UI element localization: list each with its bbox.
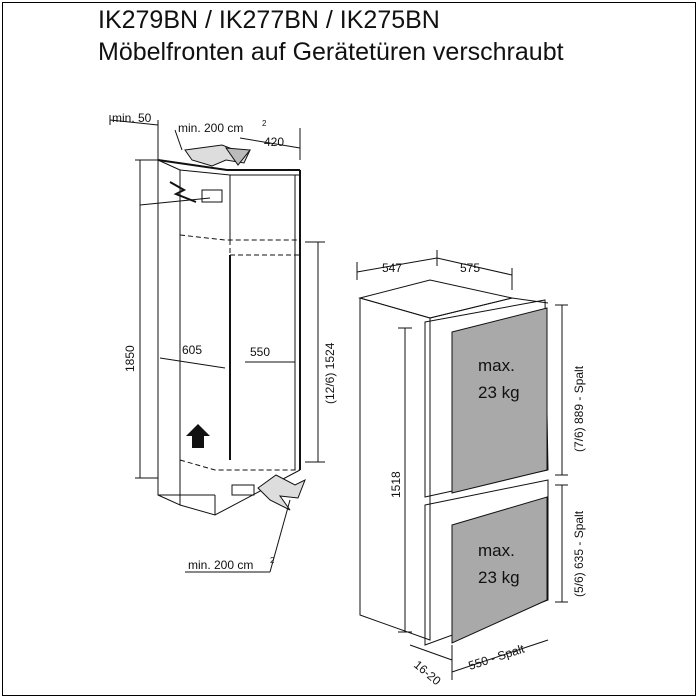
subtitle: Möbelfronten auf Gerätetüren verschraubt [98, 38, 564, 66]
label-depth-575: 575 [460, 261, 480, 275]
appliance-dimensions [356, 250, 568, 680]
niche-top-edge [157, 159, 300, 171]
label-vent-bottom-sup: 2 [270, 556, 275, 565]
upper-load-line2: 23 kg [478, 383, 520, 402]
model-numbers: IK279BN / IK277BN / IK275BN [98, 6, 440, 34]
label-min-50: min. 50 [112, 111, 152, 125]
lower-load-line1: max. [478, 541, 515, 560]
label-depth-550: 550 [250, 345, 270, 359]
label-front-width: 550 - Spalt [467, 641, 527, 672]
label-height-1518: 1518 [389, 471, 403, 498]
niche-cabinet [157, 159, 301, 516]
lower-furniture-panel [451, 496, 548, 644]
label-depth-547: 547 [382, 261, 402, 275]
appliance-body [358, 279, 549, 646]
label-front-offset: 16-20 [411, 658, 444, 689]
bottom-vent-arrow-icon [231, 474, 306, 511]
label-vent-bottom: min. 200 cm [188, 558, 253, 572]
label-depth-420: 420 [264, 135, 284, 149]
top-vent-arrow-icon [184, 144, 251, 167]
label-vent-top-sup: 2 [262, 119, 267, 128]
label-upper-gap: (7/6) 889 - Spalt [572, 365, 586, 452]
lower-load-line2: 23 kg [478, 568, 520, 587]
label-inner-height: (12/6) 1524 [323, 342, 337, 404]
label-height-1850: 1850 [123, 345, 137, 372]
niche-side-panel [157, 159, 181, 506]
label-width-605: 605 [182, 343, 202, 357]
power-socket-icon [139, 181, 223, 206]
label-lower-gap: (5/6) 635 - Spalt [572, 510, 586, 597]
upper-furniture-panel [451, 307, 548, 494]
airflow-up-arrow-icon [186, 424, 210, 448]
label-vent-top: min. 200 cm [178, 121, 243, 135]
upper-load-line1: max. [478, 356, 515, 375]
niche-dimensions [109, 115, 325, 573]
